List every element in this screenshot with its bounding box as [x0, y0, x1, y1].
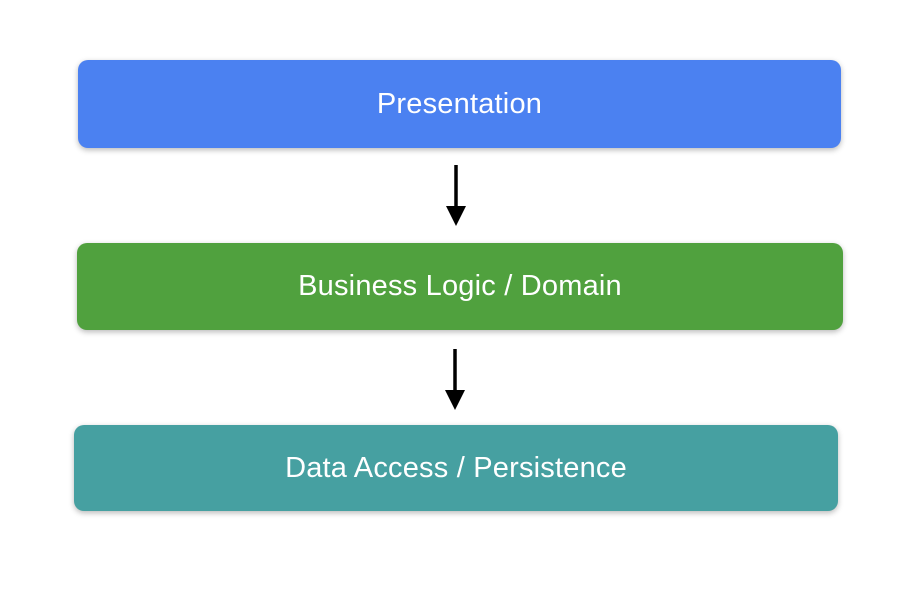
- layer-box-data-access: Data Access / Persistence: [74, 425, 838, 511]
- down-arrow-icon: [444, 164, 468, 226]
- layer-label-presentation: Presentation: [376, 87, 543, 120]
- layer-label-business-logic: Business Logic / Domain: [298, 270, 622, 302]
- layer-box-presentation: Presentation: [78, 60, 841, 148]
- down-arrow-icon: [443, 348, 467, 410]
- layer-label-data-access: Data Access / Persistence: [285, 451, 627, 484]
- layer-box-business-logic: Business Logic / Domain: [77, 243, 843, 330]
